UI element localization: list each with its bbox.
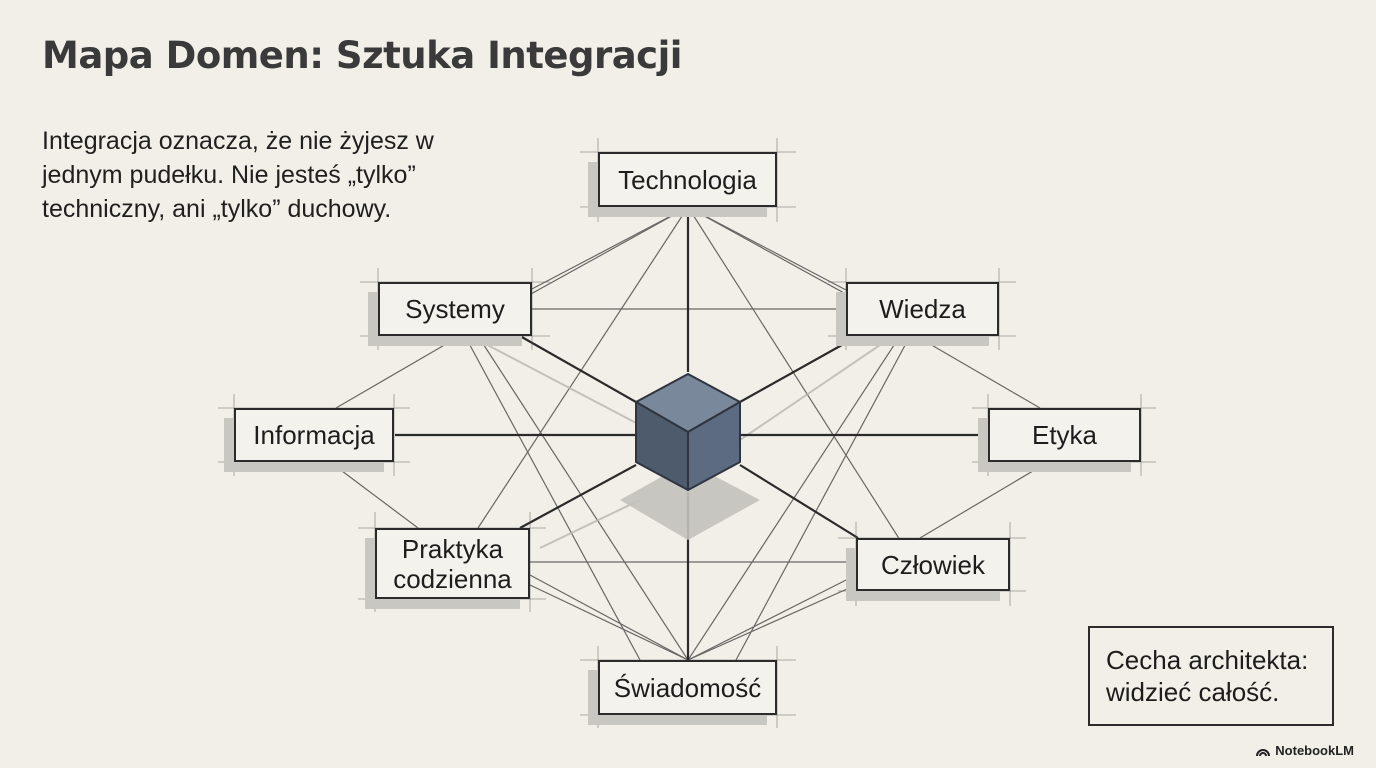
node-praktyka: Praktyka codzienna	[375, 528, 530, 599]
page-title: Mapa Domen: Sztuka Integracji	[42, 34, 682, 77]
notebooklm-icon	[1256, 748, 1271, 756]
brand-logo: NotebookLM	[1256, 743, 1354, 758]
node-informacja: Informacja	[234, 408, 394, 462]
node-systemy: Systemy	[378, 282, 532, 336]
trait-box: Cecha architekta: widzieć całość.	[1088, 626, 1334, 726]
node-swiadomosc: Świadomość	[598, 660, 777, 715]
cube-icon	[635, 373, 741, 491]
node-technologia: Technologia	[598, 152, 777, 207]
node-etyka: Etyka	[988, 408, 1141, 462]
intro-text: Integracja oznacza, że nie żyjesz w jedn…	[42, 127, 434, 223]
node-wiedza: Wiedza	[846, 282, 999, 336]
node-czlowiek: Człowiek	[856, 538, 1010, 591]
brand-name: NotebookLM	[1275, 743, 1354, 758]
